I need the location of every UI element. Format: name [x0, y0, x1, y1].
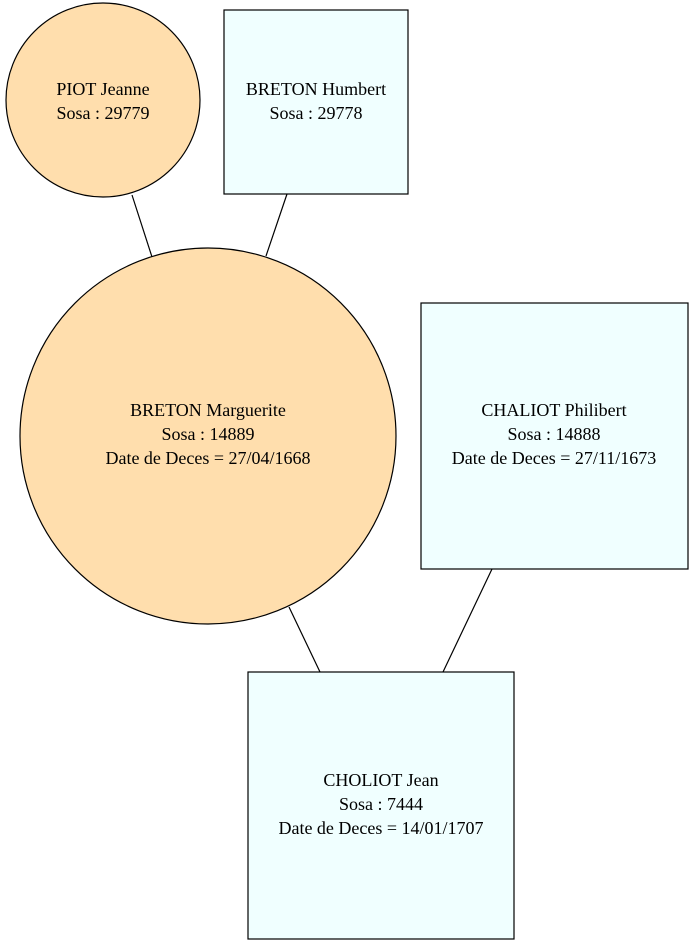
- male-square-shape: [247, 671, 515, 940]
- male-square-shape: [223, 9, 409, 195]
- person-death-date: Date de Deces = 27/04/1668: [105, 448, 310, 468]
- person-name: BRETON Humbert: [246, 79, 386, 99]
- female-circle-shape: [5, 2, 201, 198]
- edge-breton-marguerite-to-choliot-jean: [288, 606, 321, 673]
- female-circle-shape: [19, 247, 397, 625]
- person-sosa: Sosa : 14889: [161, 424, 254, 444]
- person-node-choliot-jean[interactable]: CHOLIOT Jean Sosa : 7444 Date de Deces =…: [247, 671, 515, 940]
- person-node-breton-humbert[interactable]: BRETON Humbert Sosa : 29778: [223, 9, 409, 195]
- edge-chaliot-philibert-to-choliot-jean: [442, 568, 493, 673]
- edge-piot-jeanne-to-breton-marguerite: [131, 194, 153, 258]
- male-square-shape: [420, 302, 689, 570]
- person-name: CHALIOT Philibert: [481, 400, 626, 420]
- person-sosa: Sosa : 14888: [507, 424, 600, 444]
- person-sosa: Sosa : 29778: [269, 103, 362, 123]
- person-name: CHOLIOT Jean: [323, 770, 438, 790]
- person-name: BRETON Marguerite: [130, 400, 286, 420]
- person-death-date: Date de Deces = 27/11/1673: [452, 448, 656, 468]
- person-node-chaliot-philibert[interactable]: CHALIOT Philibert Sosa : 14888 Date de D…: [420, 302, 689, 570]
- person-death-date: Date de Deces = 14/01/1707: [278, 818, 483, 838]
- person-sosa: Sosa : 29779: [56, 103, 149, 123]
- person-name: PIOT Jeanne: [56, 79, 149, 99]
- person-node-breton-marguerite[interactable]: BRETON Marguerite Sosa : 14889 Date de D…: [19, 247, 397, 625]
- person-node-piot-jeanne[interactable]: PIOT Jeanne Sosa : 29779: [5, 2, 201, 198]
- edge-breton-humbert-to-breton-marguerite: [265, 193, 288, 257]
- person-sosa: Sosa : 7444: [339, 794, 423, 814]
